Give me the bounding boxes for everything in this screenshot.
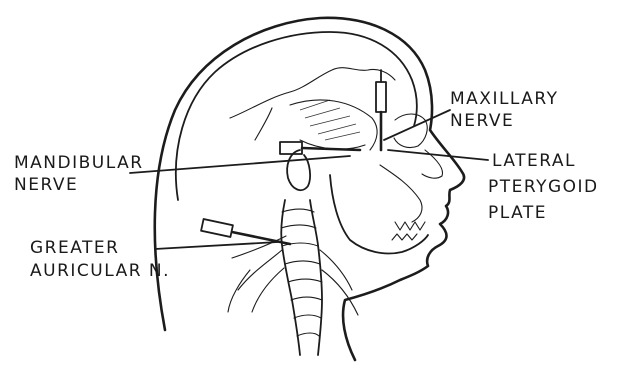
mandibular-needle bbox=[280, 142, 360, 154]
parietal-suture bbox=[255, 108, 272, 140]
maxillary-needle bbox=[376, 70, 386, 150]
lower-teeth bbox=[392, 234, 417, 240]
upper-teeth bbox=[395, 222, 425, 230]
orbit-outline bbox=[394, 114, 427, 148]
temporal-region bbox=[290, 100, 377, 150]
lateral-pterygoid-label-line2: PTERYGOID bbox=[488, 177, 599, 197]
mandibular-label-line1: MANDIBULAR bbox=[14, 153, 144, 173]
greater-auricular-needle bbox=[201, 219, 290, 244]
mandibular-leader bbox=[130, 156, 350, 173]
ear bbox=[287, 150, 310, 190]
maxillary-label-line2: NERVE bbox=[450, 111, 514, 131]
cranial-suture bbox=[230, 68, 395, 118]
lateral-pterygoid-leader bbox=[388, 150, 488, 160]
maxillary-label-line1: MAXILLARY bbox=[450, 89, 559, 109]
mandibular-label-line2: NERVE bbox=[14, 175, 78, 195]
greater-auricular-label-line1: GREATER bbox=[30, 238, 119, 258]
lateral-pterygoid-label-line1: LATERAL bbox=[492, 151, 576, 171]
lateral-pterygoid-label-line3: PLATE bbox=[488, 203, 547, 223]
greater-auricular-label-line2: AURICULAR N. bbox=[30, 261, 170, 281]
head-outline bbox=[155, 18, 464, 360]
cervical-spine bbox=[281, 200, 322, 355]
maxilla bbox=[380, 165, 422, 222]
mandible bbox=[330, 175, 428, 254]
